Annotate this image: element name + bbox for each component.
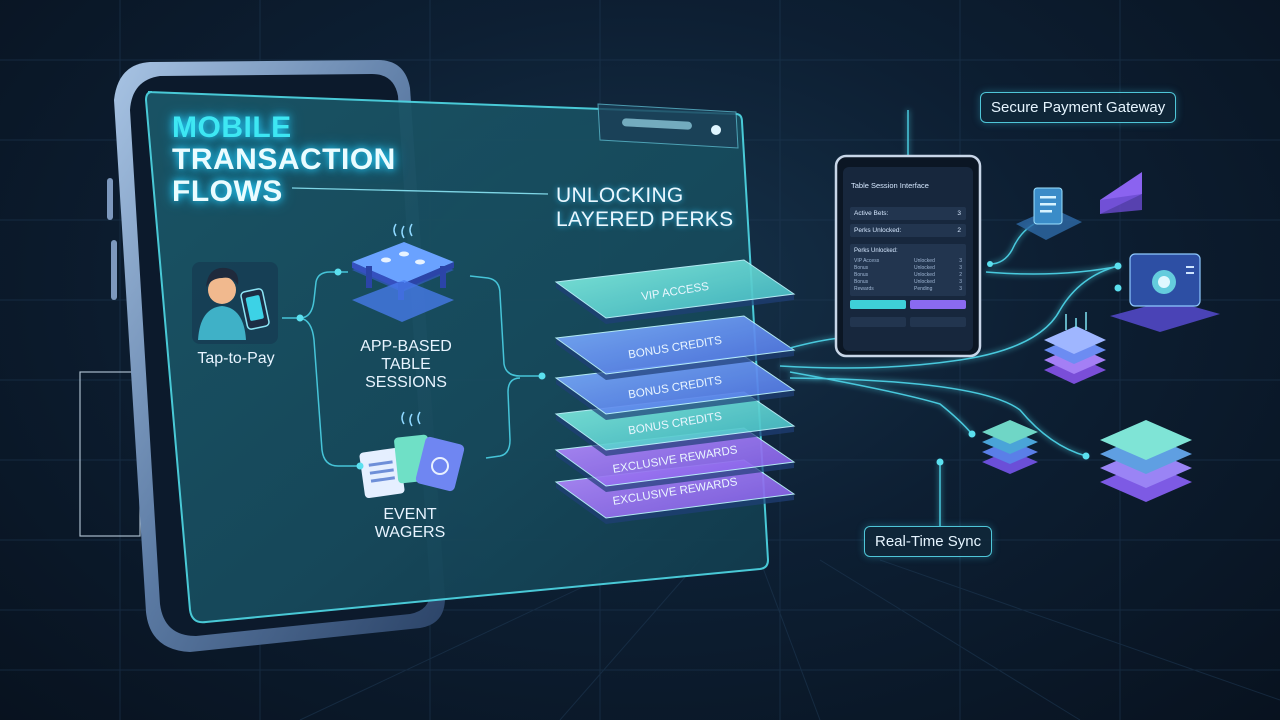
tap-to-pay-label: Tap-to-Pay: [197, 350, 275, 367]
perk-layer: VIP ACCESS: [554, 259, 796, 324]
table-sessions-line-2: TABLE SESSIONS: [365, 356, 447, 391]
purple-card-icon: [1100, 172, 1142, 214]
perks-list-header: Perks Unlocked:: [854, 248, 898, 254]
large-layer-stack-icon: [1100, 420, 1192, 502]
perk-layer-plate: [554, 259, 796, 319]
table-sessions-label: APP-BASED TABLE SESSIONS: [340, 338, 472, 392]
table-sessions-line-1: APP-BASED: [360, 338, 452, 355]
tablet-screen: Table Session Interface Active Bets: 3 P…: [843, 167, 973, 351]
title-line-2: TRANSACTION: [172, 143, 396, 176]
phone-side-button: [107, 178, 113, 220]
server-stack-icon: [1044, 312, 1106, 384]
status-dot-icon: [711, 125, 721, 135]
active-bets-value: 3: [957, 210, 961, 217]
page-title: MOBILE TRANSACTION FLOWS: [172, 112, 396, 208]
title-line-1: MOBILE: [172, 111, 292, 144]
dashboard-panel-icon: [1110, 253, 1220, 332]
perk-layer: EXCLUSIVE REWARDS: [554, 427, 796, 492]
small-layer-stack-icon: [982, 420, 1038, 474]
active-bets-row: Active Bets: 3: [850, 207, 966, 220]
event-wagers-line-1: EVENT: [383, 506, 437, 523]
perks-subtitle: UNLOCKING LAYERED PERKS: [556, 184, 733, 232]
person-with-phone-icon: [192, 262, 278, 344]
perks-unlocked-value: 2: [957, 227, 961, 234]
perk-layer-plate: [554, 315, 796, 375]
perk-layer-edge: [556, 450, 794, 492]
subtitle-line-2: LAYERED PERKS: [556, 208, 734, 231]
perks-unlocked-label: Perks Unlocked:: [854, 227, 902, 234]
screen-status-bar: [597, 103, 739, 149]
perk-layer-edge: [556, 482, 794, 524]
active-bets-label: Active Bets:: [854, 210, 889, 217]
perk-layer: BONUS CREDITS: [554, 315, 796, 380]
perk-layer: BONUS CREDITS: [554, 355, 796, 420]
network-connectors: [779, 110, 1121, 526]
perk-layer-edge: [556, 414, 794, 456]
event-wagers-label: EVENT WAGERS: [370, 506, 450, 542]
event-wagers-line-2: WAGERS: [374, 524, 446, 541]
subtitle-line-1: UNLOCKING: [556, 184, 684, 207]
gaming-table-icon: [352, 223, 454, 322]
document-panel-icon: [1016, 187, 1082, 240]
perk-layer-edge: [556, 338, 794, 380]
tablet-secondary-button[interactable]: [910, 300, 966, 309]
secure-payment-gateway-callout: Secure Payment Gateway: [980, 92, 1177, 123]
tablet-footer-cell: [910, 317, 966, 327]
perks-unlocked-row: Perks Unlocked: 2: [850, 224, 966, 237]
perk-layer-edge: [556, 378, 794, 420]
tickets-icon: [359, 411, 465, 499]
title-line-3: FLOWS: [172, 175, 283, 208]
flow-connectors: [282, 271, 542, 467]
perk-layer-edge: [556, 282, 794, 324]
perk-layer: BONUS CREDITS: [554, 391, 796, 456]
tablet-action-button[interactable]: [850, 300, 906, 309]
tablet-title: Table Session Interface: [851, 181, 929, 190]
real-time-sync-callout: Real-Time Sync: [864, 526, 993, 557]
tablet-footer-cell: [850, 317, 906, 327]
phone-side-button: [111, 240, 117, 300]
